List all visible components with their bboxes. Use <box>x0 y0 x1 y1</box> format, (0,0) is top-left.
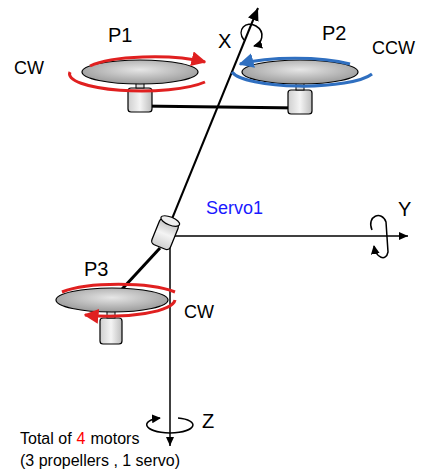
rotation-label: CCW <box>372 38 415 59</box>
note-text: Total of <box>20 430 72 448</box>
y-rotation <box>371 216 388 258</box>
note-number: 4 <box>77 430 86 448</box>
servo <box>150 214 181 251</box>
note-text: motors <box>91 430 140 448</box>
part-label: P3 <box>84 258 108 281</box>
rotation-label: CW <box>184 302 214 323</box>
part-label: Servo1 <box>206 198 263 219</box>
y-axis <box>170 235 408 237</box>
cross-arm <box>140 106 300 108</box>
z-axis <box>169 236 171 446</box>
part-label: P2 <box>322 22 346 45</box>
motor <box>100 318 122 344</box>
rotation-label: CW <box>14 58 44 79</box>
cw-arrow <box>90 57 205 66</box>
ccw-arrow <box>232 72 372 86</box>
axis-label: Y <box>398 198 411 221</box>
note-text: (3 propellers , 1 servo) <box>20 452 180 470</box>
propeller <box>56 288 168 312</box>
ccw-arrow <box>240 58 350 64</box>
x-rotation <box>241 24 262 46</box>
motor <box>288 90 312 114</box>
axis-label: X <box>218 30 231 53</box>
cw-arrow <box>70 72 205 91</box>
cw-arrow <box>62 284 175 292</box>
part-label: P1 <box>108 24 132 47</box>
cw-arrow <box>85 300 175 316</box>
z-rotation <box>147 418 193 433</box>
axis-label: Z <box>202 410 214 433</box>
propeller <box>242 60 358 84</box>
